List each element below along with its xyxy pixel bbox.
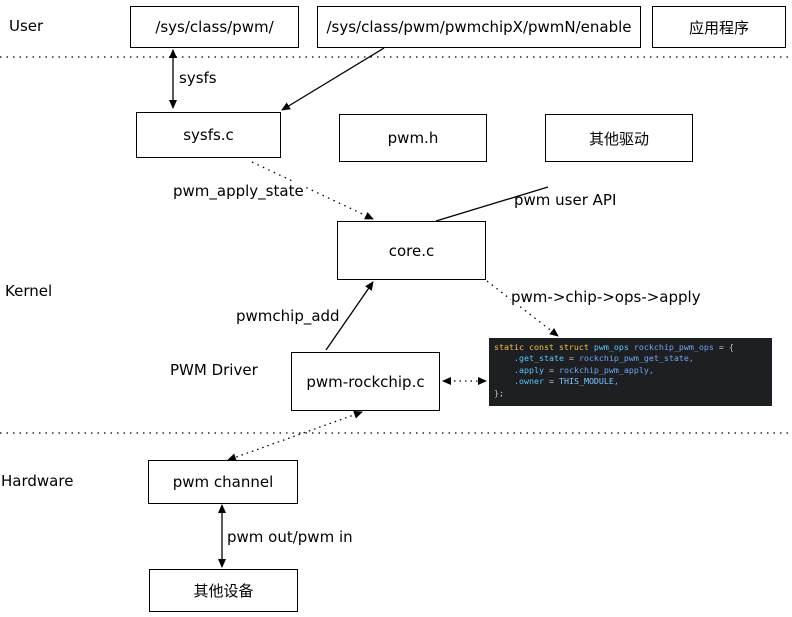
sysfs-label: sysfs xyxy=(179,69,217,87)
pwm-channel-box: pwm channel xyxy=(148,460,298,504)
pwm-h-box: pwm.h xyxy=(339,114,487,162)
pwmchip-add-label: pwmchip_add xyxy=(236,307,340,325)
rockchip-pwm-ops-code: static const struct pwm_ops rockchip_pwm… xyxy=(489,338,772,406)
other-driver-box: 其他驱动 xyxy=(545,114,693,162)
pwmchip-add-arrow xyxy=(325,281,374,351)
chip-ops-apply-label: pwm->chip->ops->apply xyxy=(511,288,701,306)
pwm-apply-state-label: pwm_apply_state xyxy=(173,182,304,200)
driver-channel-arrow xyxy=(227,410,363,462)
core-c-box: core.c xyxy=(337,221,486,280)
user-layer-label: User xyxy=(9,17,44,35)
other-device-box: 其他设备 xyxy=(149,569,298,612)
code-line-5: }; xyxy=(494,387,504,398)
code-line-1: static const struct pwm_ops rockchip_pwm… xyxy=(494,342,734,352)
code-line-4: .owner = THIS_MODULE, xyxy=(513,376,619,387)
sys-class-pwm-box: /sys/class/pwm/ xyxy=(130,6,299,48)
user-api-arrow xyxy=(435,186,549,222)
pwm-driver-label: PWM Driver xyxy=(170,361,258,379)
code-line-3: .apply = rockchip_pwm_apply, xyxy=(513,364,654,375)
kernel-layer-label: Kernel xyxy=(5,282,53,300)
sysfs-c-box: sysfs.c xyxy=(136,112,281,158)
pwm-user-api-label: pwm user API xyxy=(514,191,617,209)
code-line-2: .get_state = rockchip_pwm_get_state, xyxy=(513,353,694,364)
apply-state-arrow xyxy=(251,161,374,220)
pwm-enable-box: /sys/class/pwm/pwmchipX/pwmN/enable xyxy=(317,6,641,48)
pwm-out-in-label: pwm out/pwm in xyxy=(227,528,353,546)
application-box: 应用程序 xyxy=(652,6,786,48)
enable-to-sysfs-arrow xyxy=(281,47,385,111)
hardware-layer-label: Hardware xyxy=(1,472,74,490)
pwm-rockchip-box: pwm-rockchip.c xyxy=(291,352,440,411)
